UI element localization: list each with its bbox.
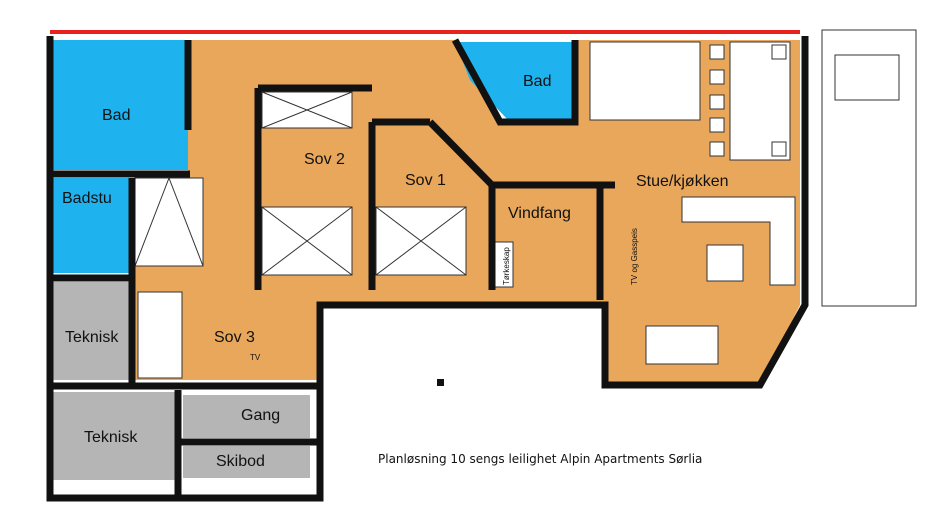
room-teknisk-2 [50,392,176,480]
room-bad-1 [50,40,188,170]
terrace-furniture [834,54,900,101]
beds [134,91,467,276]
label-teknisk-2: Teknisk [84,429,138,446]
label-sov-3: Sov 3 [214,329,255,346]
room-gang [183,395,310,438]
room-teknisk-1 [50,282,130,380]
sofa-2 [645,325,719,365]
kitchen-island [729,41,791,161]
label-sov-1: Sov 1 [405,172,446,189]
label-bad-1: Bad [102,107,130,124]
label-vindfang: Vindfang [508,205,571,222]
sofa-3 [137,291,183,379]
label-bad-2: Bad [523,73,551,90]
label-gang: Gang [241,407,280,424]
room-bad-2 [455,42,575,122]
label-skibod: Skibod [216,453,265,470]
plan-caption: Planløsning 10 sengs leilighet Alpin Apa… [378,452,703,466]
room-skibod [183,446,310,478]
label-tv-fireplace: TV og Gasspeis [630,228,639,285]
label-stue-kjokken: Stue/kjøkken [636,173,728,190]
column-marker [437,379,444,386]
label-badstu: Badstu [62,190,112,207]
bar-stools [709,44,787,157]
label-sov-2: Sov 2 [304,151,345,168]
walls [46,36,809,502]
coffee-table [706,244,744,282]
label-teknisk-1: Teknisk [65,329,119,346]
room-badstu [50,178,130,273]
sofa [681,196,796,286]
label-tv: TV [250,353,261,362]
kitchen-counter [589,41,701,121]
label-drying-cabinet: Tørkeskap [502,247,511,285]
